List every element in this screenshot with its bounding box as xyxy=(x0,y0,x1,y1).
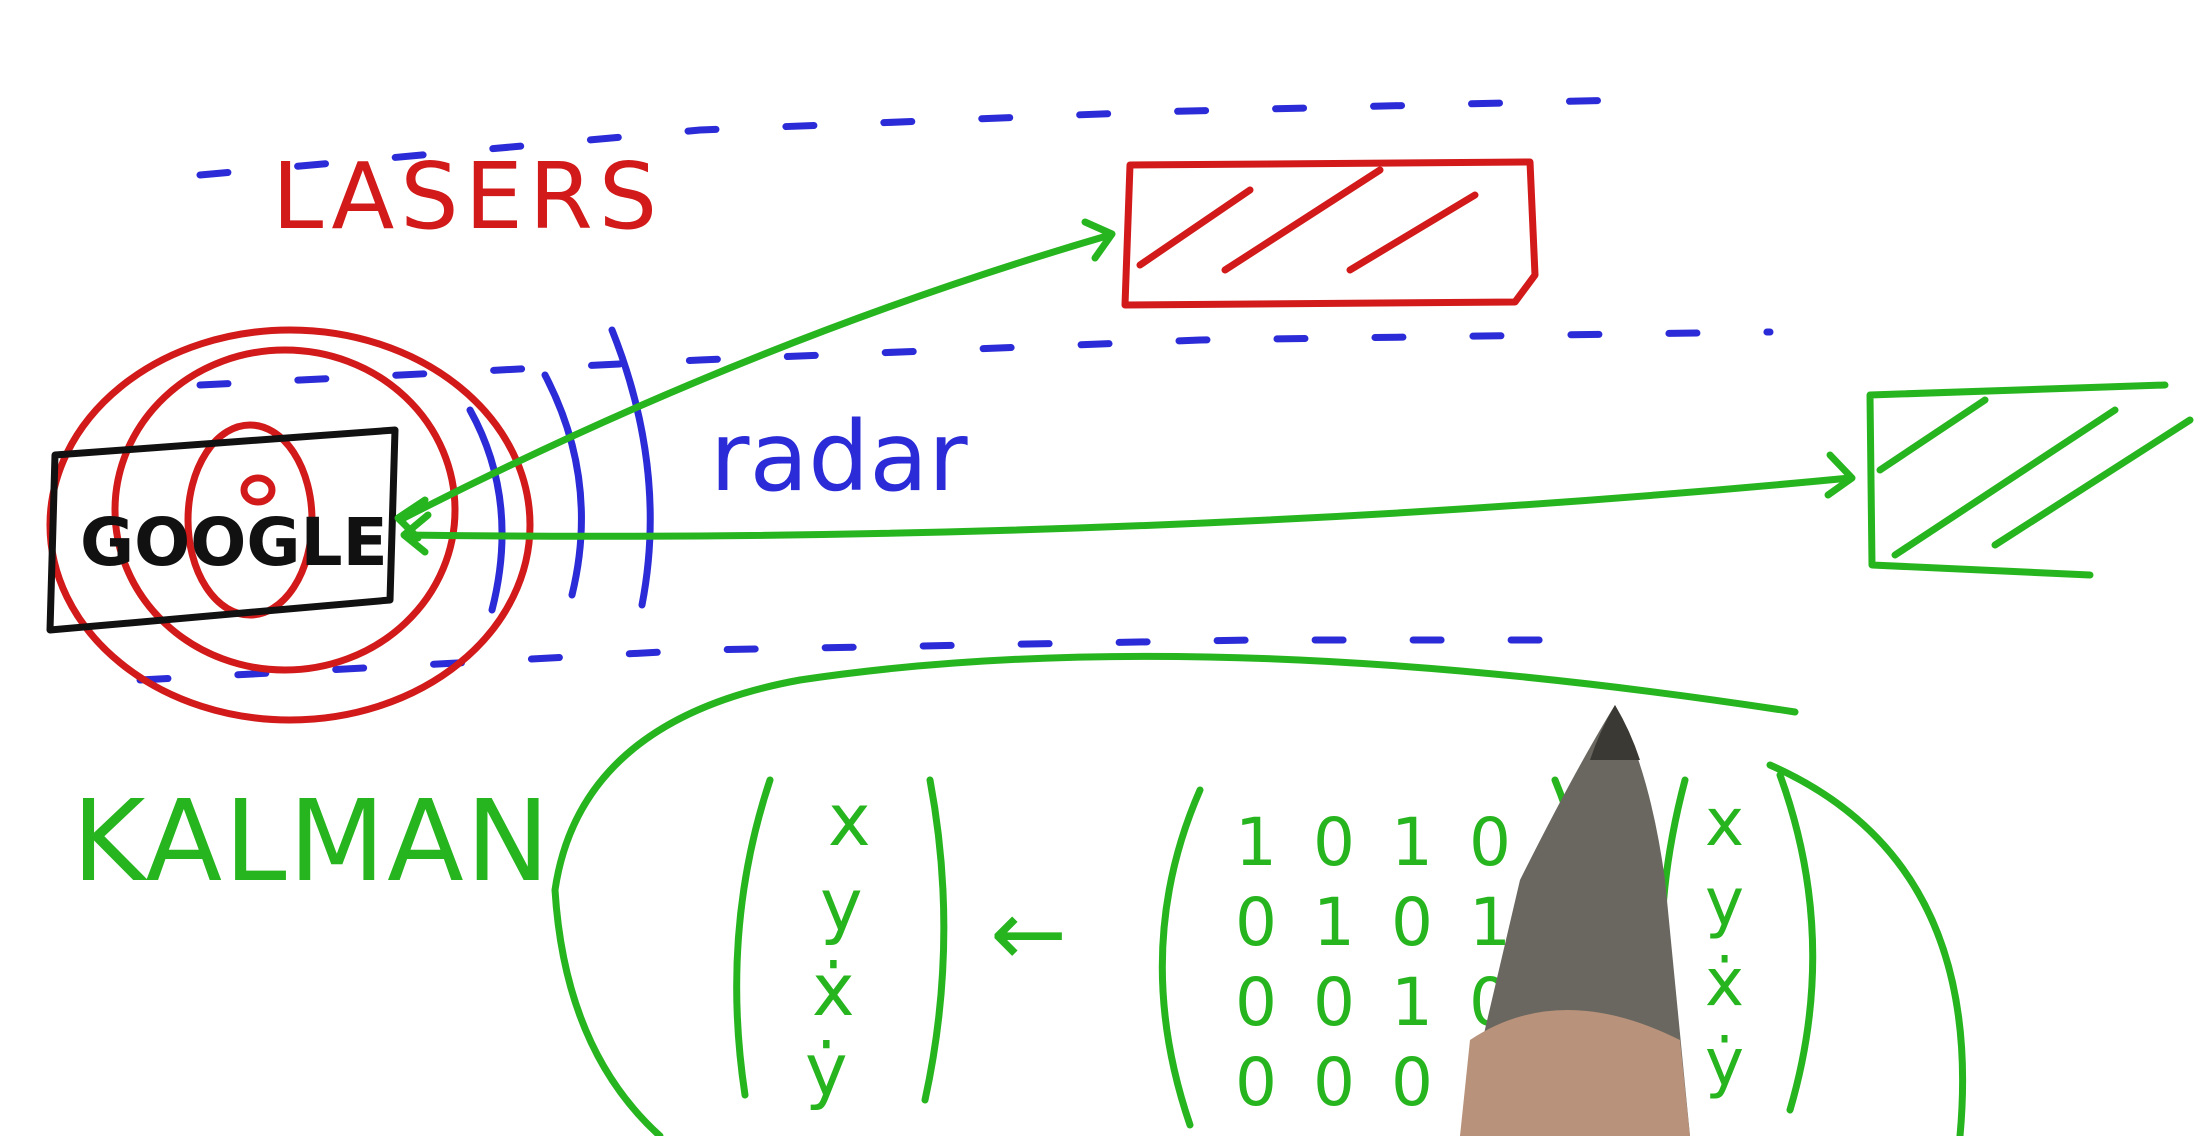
kalman-enclosure xyxy=(551,652,1967,1136)
right-vector-x: x xyxy=(1705,784,1744,861)
arrow-to-green-obstacle-head xyxy=(1824,451,1856,499)
matrix-cell: 0 xyxy=(1235,1044,1277,1121)
radar-wave-3 xyxy=(608,326,654,609)
lasers-label: LASERS xyxy=(272,143,663,250)
obstacle-green-hatch-1 xyxy=(1876,396,1989,474)
pen-nib xyxy=(1590,705,1640,760)
right-state-vector: x y ẋ ẏ xyxy=(1657,771,1817,1114)
matrix-cell: 0 xyxy=(1391,884,1433,961)
right-vector-xdot: ẋ xyxy=(1705,944,1744,1021)
laser-ring-center xyxy=(240,474,276,506)
matrix-cell: 0 xyxy=(1235,884,1277,961)
obstacle-green xyxy=(1866,381,2194,579)
car-label: GOOGLE xyxy=(80,504,388,581)
obstacle-green-hatch-2 xyxy=(1891,406,2119,559)
arrow-to-red-obstacle-head xyxy=(1081,218,1116,262)
matrix-cell: 0 xyxy=(1469,804,1511,881)
obstacle-red-hatch-2 xyxy=(1221,166,1384,274)
lane-line-middle xyxy=(196,328,1774,389)
radar-label: radar xyxy=(710,401,968,513)
matrix-cell: 0 xyxy=(1313,804,1355,881)
matrix-cell: 1 xyxy=(1313,884,1355,961)
obstacle-red xyxy=(1121,158,1539,309)
lane-line-top xyxy=(196,96,1624,179)
right-vector-y: y xyxy=(1705,864,1744,941)
right-vector-bracket-right xyxy=(1776,771,1817,1114)
obstacle-red-outline xyxy=(1121,158,1539,309)
matrix-cell: 0 xyxy=(1313,1044,1355,1121)
obstacle-red-hatch-3 xyxy=(1346,191,1479,274)
matrix-bracket-left xyxy=(1158,786,1204,1129)
lane-markings xyxy=(136,96,1774,684)
left-vector-xdot: ẋ xyxy=(812,948,855,1032)
matrix-cell: 0 xyxy=(1391,1044,1433,1121)
left-vector-ydot: ẏ xyxy=(805,1028,848,1112)
matrix-cell: 1 xyxy=(1469,884,1511,961)
matrix-cell: 1 xyxy=(1391,964,1433,1041)
matrix-cell: 1 xyxy=(1391,804,1433,881)
left-vector-y: y xyxy=(820,863,863,947)
google-car: GOOGLE xyxy=(46,426,399,634)
right-vector-ydot: ẏ xyxy=(1705,1024,1744,1101)
obstacle-green-outline xyxy=(1866,381,2169,579)
obstacle-green-hatch-3 xyxy=(1991,416,2194,549)
arrow-back-head xyxy=(400,511,432,556)
left-vector-bracket-right xyxy=(921,776,948,1104)
radar-wave-2 xyxy=(541,371,585,599)
pen-tip-icon xyxy=(1460,705,1690,1136)
radar-waves xyxy=(466,326,654,614)
update-arrow: ← xyxy=(990,880,1067,987)
obstacle-red-hatch-1 xyxy=(1136,186,1254,269)
arrow-to-red-obstacle xyxy=(396,231,1114,524)
kalman-label: KALMAN xyxy=(72,777,552,907)
lane-line-bottom xyxy=(136,636,1574,684)
left-state-vector: x y ẋ ẏ xyxy=(733,776,948,1112)
measurement-arrows xyxy=(394,218,1856,556)
hand-skin xyxy=(1460,1010,1690,1136)
left-vector-x: x xyxy=(828,778,871,862)
left-vector-bracket-left xyxy=(733,776,774,1099)
matrix-cell: 0 xyxy=(1313,964,1355,1041)
laser-ring-middle xyxy=(111,346,459,674)
matrix-cell: 0 xyxy=(1235,964,1277,1041)
matrix-cell: 1 xyxy=(1235,804,1277,881)
car-outline xyxy=(46,426,399,634)
radar-wave-1 xyxy=(466,406,506,614)
arrow-to-green-obstacle xyxy=(401,474,1854,540)
